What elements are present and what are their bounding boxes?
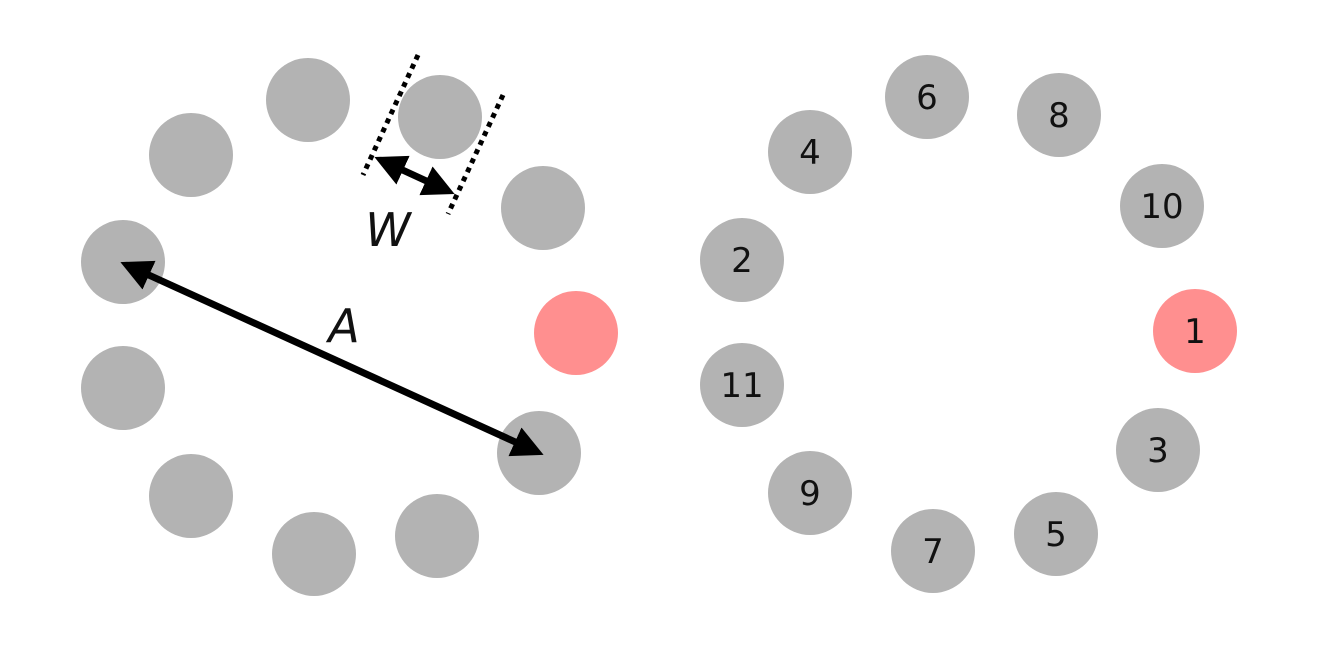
target-circle xyxy=(885,55,969,139)
target-circle xyxy=(497,411,581,495)
target-circle xyxy=(700,343,784,427)
width-label: W xyxy=(365,203,412,257)
target-number-label: 3 xyxy=(1147,431,1169,471)
right-target-9: 9 xyxy=(768,451,852,535)
right-target-5: 5 xyxy=(1014,492,1098,576)
right-target-8: 8 xyxy=(1017,73,1101,157)
target-number-label: 10 xyxy=(1140,187,1183,227)
width-arrow xyxy=(374,155,455,196)
target-circle xyxy=(1014,492,1098,576)
target-number-label: 11 xyxy=(720,366,763,406)
target-circle xyxy=(891,509,975,593)
width-boundary-line xyxy=(360,53,421,177)
target-number-label: 7 xyxy=(922,532,944,572)
right-target-11: 11 xyxy=(700,343,784,427)
amplitude-arrow xyxy=(120,260,544,457)
target-circle xyxy=(81,220,165,304)
target-circle xyxy=(266,58,350,142)
target-circle-highlighted xyxy=(534,291,618,375)
right-target-10: 10 xyxy=(1120,164,1204,248)
amplitude-label: A xyxy=(325,299,359,353)
target-circle xyxy=(149,113,233,197)
right-target-7: 7 xyxy=(891,509,975,593)
target-circle xyxy=(1017,73,1101,157)
target-circle xyxy=(700,218,784,302)
right-target-2: 2 xyxy=(700,218,784,302)
target-circle xyxy=(272,512,356,596)
target-circle xyxy=(398,75,482,159)
target-circle xyxy=(1120,164,1204,248)
target-circle xyxy=(395,494,479,578)
right-diagram: 6 8 4 10 2 1 11 3 xyxy=(700,55,1237,593)
target-number-label: 1 xyxy=(1184,312,1206,352)
target-circle xyxy=(768,110,852,194)
target-circle-highlighted xyxy=(1153,289,1237,373)
target-circle xyxy=(1116,408,1200,492)
width-boundary-line xyxy=(445,93,506,216)
target-number-label: 9 xyxy=(799,474,821,514)
target-circle xyxy=(81,346,165,430)
target-circle xyxy=(149,454,233,538)
right-target-3: 3 xyxy=(1116,408,1200,492)
target-circle xyxy=(768,451,852,535)
target-number-label: 6 xyxy=(916,78,938,118)
width-indicator: W xyxy=(360,53,506,257)
right-target-4: 4 xyxy=(768,110,852,194)
target-circle xyxy=(501,166,585,250)
target-number-label: 8 xyxy=(1048,96,1070,136)
target-number-label: 2 xyxy=(731,241,753,281)
left-diagram: W A xyxy=(81,53,618,596)
target-number-label: 4 xyxy=(799,133,821,173)
right-target-6: 6 xyxy=(885,55,969,139)
right-target-1: 1 xyxy=(1153,289,1237,373)
target-number-label: 5 xyxy=(1045,515,1067,555)
amplitude-indicator: A xyxy=(120,260,544,457)
